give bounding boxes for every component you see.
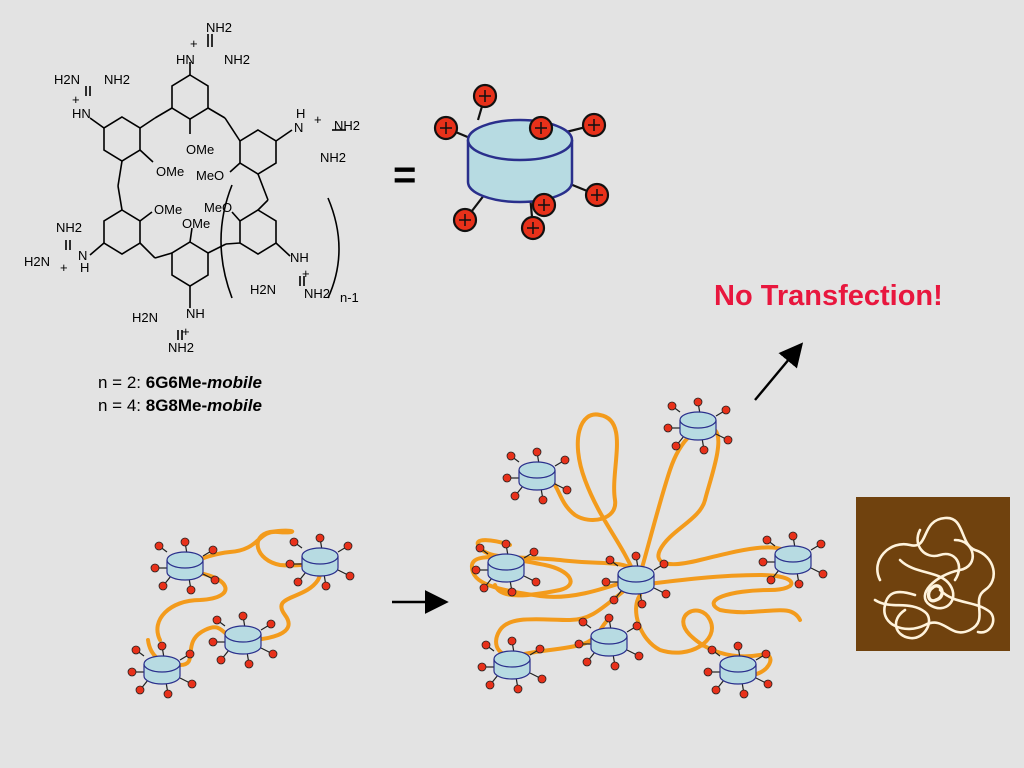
svg-text:NH: NH (290, 250, 309, 265)
guanidine-group-bottom: H2N NH + NH2 (132, 306, 205, 355)
svg-text:H2N: H2N (132, 310, 158, 325)
svg-text:H: H (296, 106, 305, 121)
svg-text:+: + (190, 36, 198, 51)
svg-text:N: N (78, 248, 87, 263)
afm-dna-micrograph (856, 497, 1010, 651)
svg-text:H2N: H2N (54, 72, 80, 87)
svg-text:OMe: OMe (186, 142, 214, 157)
caption-8g8me: n = 4: 8G8Me-mobile (98, 396, 262, 416)
svg-text:+: + (72, 92, 80, 107)
caption-suffix: mobile (207, 396, 262, 415)
macrocycle-structure (65, 34, 346, 340)
svg-text:HN: HN (176, 52, 195, 67)
dna-strand-aggregate (469, 412, 802, 678)
guanidine-group-top: NH2 + HN NH2 (176, 20, 250, 67)
svg-text:NH2: NH2 (206, 20, 232, 35)
guanidine-group-lower-right: NH H2N + NH2 (250, 250, 330, 301)
guanidine-group-upper-left: H2N NH2 + HN (54, 72, 130, 121)
no-transfection-label: No Transfection! (714, 280, 943, 312)
svg-text:OMe: OMe (156, 164, 184, 179)
repeat-unit-label: n-1 (340, 290, 359, 305)
svg-text:NH2: NH2 (334, 118, 360, 133)
svg-text:OMe: OMe (182, 216, 210, 231)
svg-text:MeO: MeO (204, 200, 232, 215)
caption-6g6me: n = 2: 6G6Me-mobile (98, 373, 262, 393)
svg-text:HN: HN (72, 106, 91, 121)
svg-text:+: + (60, 260, 68, 275)
equals-sign: = (393, 153, 416, 197)
caption-n-value: n = 4: (98, 396, 146, 415)
dna-complex-aggregate (469, 397, 828, 699)
guanidine-group-lower-left: NH2 H2N + H N (24, 220, 89, 275)
svg-text:N: N (294, 120, 303, 135)
svg-text:NH2: NH2 (304, 286, 330, 301)
guanidine-group-upper-right: H N + NH2 NH2 (294, 106, 360, 165)
caption-suffix: mobile (207, 373, 262, 392)
svg-text:OMe: OMe (154, 202, 182, 217)
methoxy-labels: OMe OMe MeO OMe MeO OMe (154, 142, 232, 231)
svg-text:H2N: H2N (24, 254, 50, 269)
caption-compound: 8G8Me- (145, 396, 208, 415)
svg-text:NH2: NH2 (224, 52, 250, 67)
caption-n-value: n = 2: (98, 373, 146, 392)
outcome-arrow (754, 342, 804, 401)
svg-text:H: H (80, 260, 89, 275)
svg-text:NH: NH (186, 306, 205, 321)
svg-text:NH2: NH2 (104, 72, 130, 87)
svg-text:NH2: NH2 (320, 150, 346, 165)
caption-compound: 6G6Me- (145, 373, 208, 392)
svg-text:+: + (302, 266, 310, 281)
svg-text:NH2: NH2 (56, 220, 82, 235)
svg-text:MeO: MeO (196, 168, 224, 183)
dna-complex-left (127, 528, 355, 699)
svg-text:+: + (314, 112, 322, 127)
svg-text:H2N: H2N (250, 282, 276, 297)
cylinder-with-charges-icon (433, 83, 610, 241)
svg-text:NH2: NH2 (168, 340, 194, 355)
svg-text:+: + (182, 324, 190, 339)
